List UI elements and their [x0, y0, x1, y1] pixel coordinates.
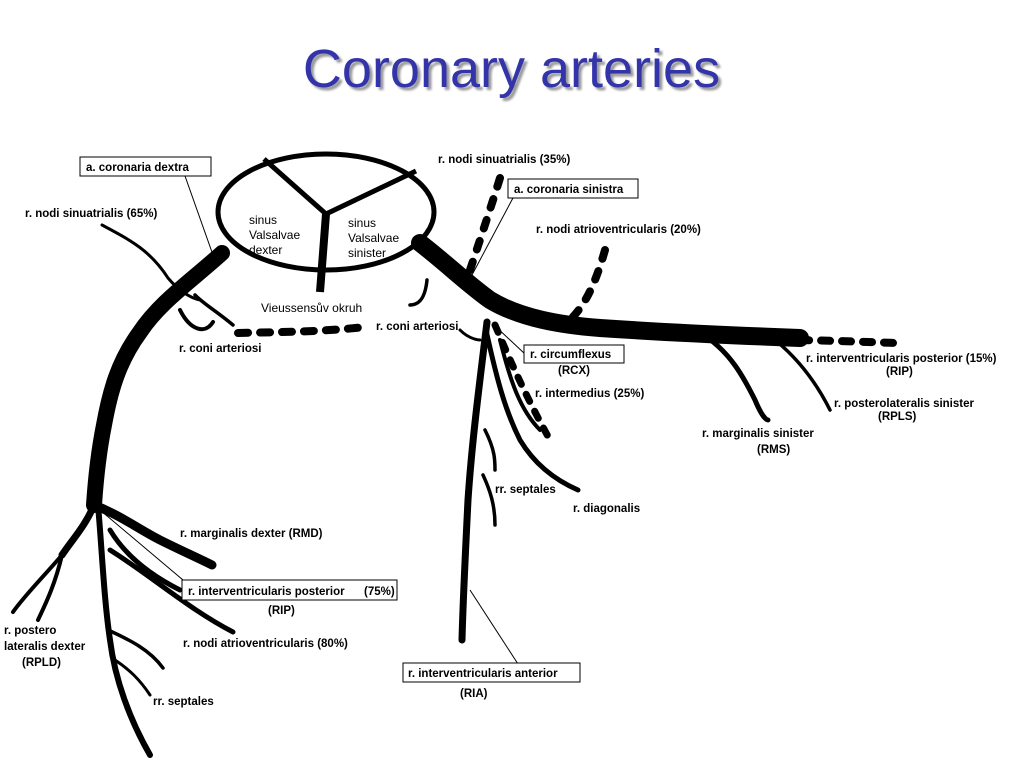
svg-text:Valsalvae: Valsalvae [348, 231, 399, 245]
label-rms: (RMS) [757, 444, 790, 456]
slide-title: Coronary arteries [302, 39, 721, 99]
label-coni-arteriosi-right: r. coni arteriosi [179, 343, 261, 355]
svg-text:sinus: sinus [249, 213, 277, 227]
svg-text:r. interventricularis posterio: r. interventricularis posterior [188, 586, 345, 598]
label-sinus-dexter: sinus Valsalvae dexter [249, 213, 300, 257]
label-rcx: (RCX) [558, 365, 590, 377]
leader-lines [99, 175, 526, 665]
right-coronary-vessels [11, 223, 236, 758]
svg-text:lateralis dexter: lateralis dexter [4, 641, 86, 653]
svg-text:r. interventricularis anterior: r. interventricularis anterior [408, 668, 558, 680]
svg-text:r. postero: r. postero [4, 625, 56, 637]
label-rpls: (RPLS) [878, 411, 917, 423]
label-sinus-sinister: sinus Valsalvae sinister [348, 216, 399, 260]
svg-text:sinus: sinus [348, 216, 376, 230]
svg-text:(RPLD): (RPLD) [22, 657, 61, 669]
label-nodi-atrioventricularis-20: r. nodi atrioventricularis (20%) [536, 224, 701, 236]
label-rip-right: (RIP) [268, 605, 295, 617]
svg-text:Valsalvae: Valsalvae [249, 228, 300, 242]
label-iv-posterior-75: r. interventricularis posterior (75%) [181, 579, 398, 601]
label-iv-anterior: r. interventricularis anterior [402, 662, 581, 683]
label-rip-left: (RIP) [886, 366, 913, 378]
label-vieussens: Vieussensův okruh [261, 301, 362, 315]
left-coronary-vessels [408, 234, 832, 644]
label-nodi-sinuatrialis-65: r. nodi sinuatrialis (65%) [25, 208, 157, 220]
svg-text:a. coronaria sinistra: a. coronaria sinistra [514, 184, 624, 196]
label-circumflexus: r. circumflexus [523, 344, 625, 364]
svg-text:r. circumflexus: r. circumflexus [530, 349, 611, 361]
label-diagonalis: r. diagonalis [573, 503, 640, 515]
label-iv-posterior-15: r. interventricularis posterior (15%) [806, 353, 997, 365]
label-nodi-atrioventricularis-80: r. nodi atrioventricularis (80%) [183, 638, 348, 650]
label-marginalis-sinister: r. marginalis sinister [702, 428, 814, 440]
label-marginalis-dexter: r. marginalis dexter (RMD) [180, 528, 323, 540]
label-coronaria-dextra: a. coronaria dextra [79, 156, 212, 177]
label-ria: (RIA) [460, 688, 488, 700]
svg-text:a. coronaria dextra: a. coronaria dextra [86, 162, 190, 174]
label-coni-arteriosi-left: r. coni arteriosi [376, 321, 458, 333]
variant-dashed-branches [234, 174, 899, 444]
svg-text:dexter: dexter [249, 243, 282, 257]
aortic-root [215, 151, 437, 293]
svg-text:sinister: sinister [348, 246, 386, 260]
label-coronaria-sinistra: a. coronaria sinistra [507, 178, 639, 199]
label-septales-left: rr. septales [495, 484, 556, 496]
label-posterolateralis-sinister: r. posterolateralis sinister [834, 398, 975, 410]
label-nodi-sinuatrialis-35: r. nodi sinuatrialis (35%) [438, 154, 570, 166]
label-septales-right: rr. septales [153, 696, 214, 708]
label-postero-lateralis-dexter: r. postero lateralis dexter (RPLD) [4, 625, 86, 669]
svg-text:(75%): (75%) [364, 586, 395, 598]
label-intermedius: r. intermedius (25%) [535, 388, 644, 400]
